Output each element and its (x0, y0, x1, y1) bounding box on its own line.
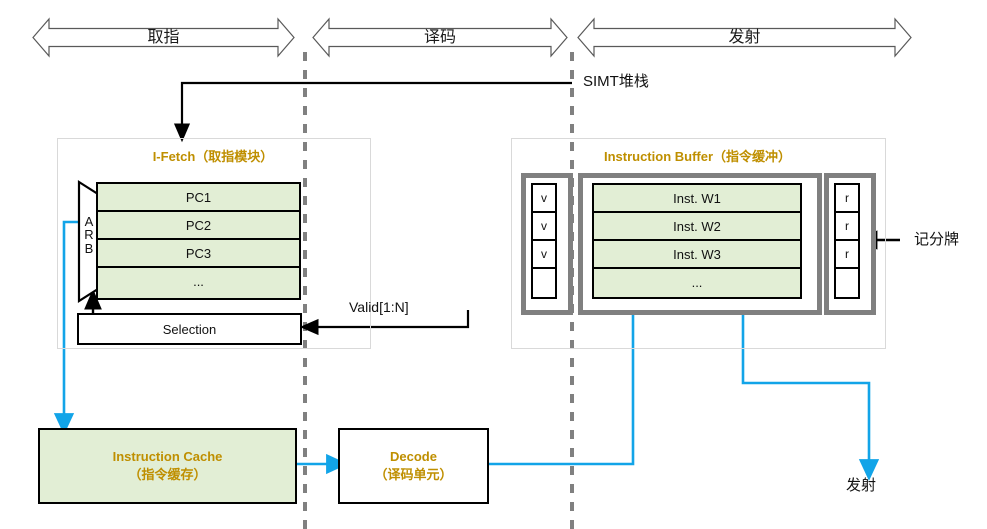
valid-cell-label: v (541, 219, 547, 233)
ifetch-panel-title: I-Fetch（取指模块） (57, 150, 369, 163)
stage-band-text: 取指 (147, 29, 180, 46)
simt-stack-label: SIMT堆栈 (583, 74, 649, 89)
scoreboard-text: 记分牌 (914, 231, 960, 248)
instruction-row-label: ... (691, 274, 703, 290)
issue-output-text: 发射 (846, 477, 877, 494)
decode-label-en: Decode (390, 449, 437, 465)
pc-row: PC1 (98, 184, 299, 212)
valid-cell (533, 269, 555, 295)
simt-stack-text: SIMT堆栈 (583, 73, 649, 90)
decode-label-zh: （译码单元） (374, 467, 453, 482)
instruction-row: Inst. W1 (594, 185, 800, 213)
stage-band-label-fetch: 取指 (33, 30, 294, 46)
pc-stack: PC1 PC2 PC3 ... (96, 182, 301, 300)
selection-label: Selection (162, 321, 217, 337)
instruction-buffer-panel-title: Instruction Buffer（指令缓冲） (511, 150, 884, 163)
instruction-buffer-panel (511, 138, 886, 349)
valid-cell-label: v (541, 191, 547, 205)
scoreboard-label: 记分牌 (914, 232, 959, 247)
pc-row: ... (98, 268, 299, 294)
stage-band-text: 译码 (423, 29, 456, 46)
instruction-row: Inst. W3 (594, 241, 800, 269)
ready-cell: r (836, 185, 858, 213)
instruction-row: Inst. W2 (594, 213, 800, 241)
instruction-row-label: Inst. W1 (673, 190, 721, 206)
pc-row: PC3 (98, 240, 299, 268)
ready-cell-label: r (845, 219, 849, 233)
ifetch-title-text: I-Fetch（取指模块） (152, 149, 274, 164)
valid-signal-label: Valid[1:N] (349, 300, 409, 314)
valid-cell: v (533, 213, 555, 241)
selection-box: Selection (77, 313, 302, 345)
pc-row-label: ... (193, 273, 204, 289)
pc-row-label: PC1 (185, 189, 212, 205)
valid-cell-label: v (541, 247, 547, 261)
arbiter-letters: A R B (79, 205, 99, 265)
ready-cell: r (836, 241, 858, 269)
issue-output-label: 发射 (846, 478, 876, 493)
instruction-row-label: Inst. W3 (673, 246, 721, 262)
arbiter-letter-b: B (84, 240, 94, 256)
stage-band-label-decode: 译码 (313, 30, 567, 46)
instruction-buffer-title-text: Instruction Buffer（指令缓冲） (603, 149, 792, 164)
instruction-row: ... (594, 269, 800, 295)
stage-band-label-issue: 发射 (578, 30, 911, 46)
valid-column: v v v (531, 183, 557, 299)
arbiter-letter-a: A (84, 213, 94, 229)
ready-cell: r (836, 213, 858, 241)
pc-row: PC2 (98, 212, 299, 240)
valid-cell: v (533, 241, 555, 269)
arbiter-letter-r: R (84, 227, 94, 243)
ready-cell (836, 269, 858, 295)
stage-band-text: 发射 (728, 29, 761, 46)
instruction-cache-label-en: Instruction Cache (112, 449, 223, 465)
pc-row-label: PC3 (185, 245, 212, 261)
instruction-cache-label-zh: （指令缓存） (128, 467, 207, 482)
ready-column: r r r (834, 183, 860, 299)
instruction-row-label: Inst. W2 (673, 218, 721, 234)
instruction-rows: Inst. W1 Inst. W2 Inst. W3 ... (592, 183, 802, 299)
decode-box: Decode （译码单元） (338, 428, 489, 504)
ready-cell-label: r (845, 191, 849, 205)
pc-row-label: PC2 (185, 217, 212, 233)
valid-signal-text: Valid[1:N] (349, 299, 409, 315)
ifetch-panel (57, 138, 371, 349)
valid-cell: v (533, 185, 555, 213)
ready-cell-label: r (845, 247, 849, 261)
instruction-cache-box: Instruction Cache （指令缓存） (38, 428, 297, 504)
